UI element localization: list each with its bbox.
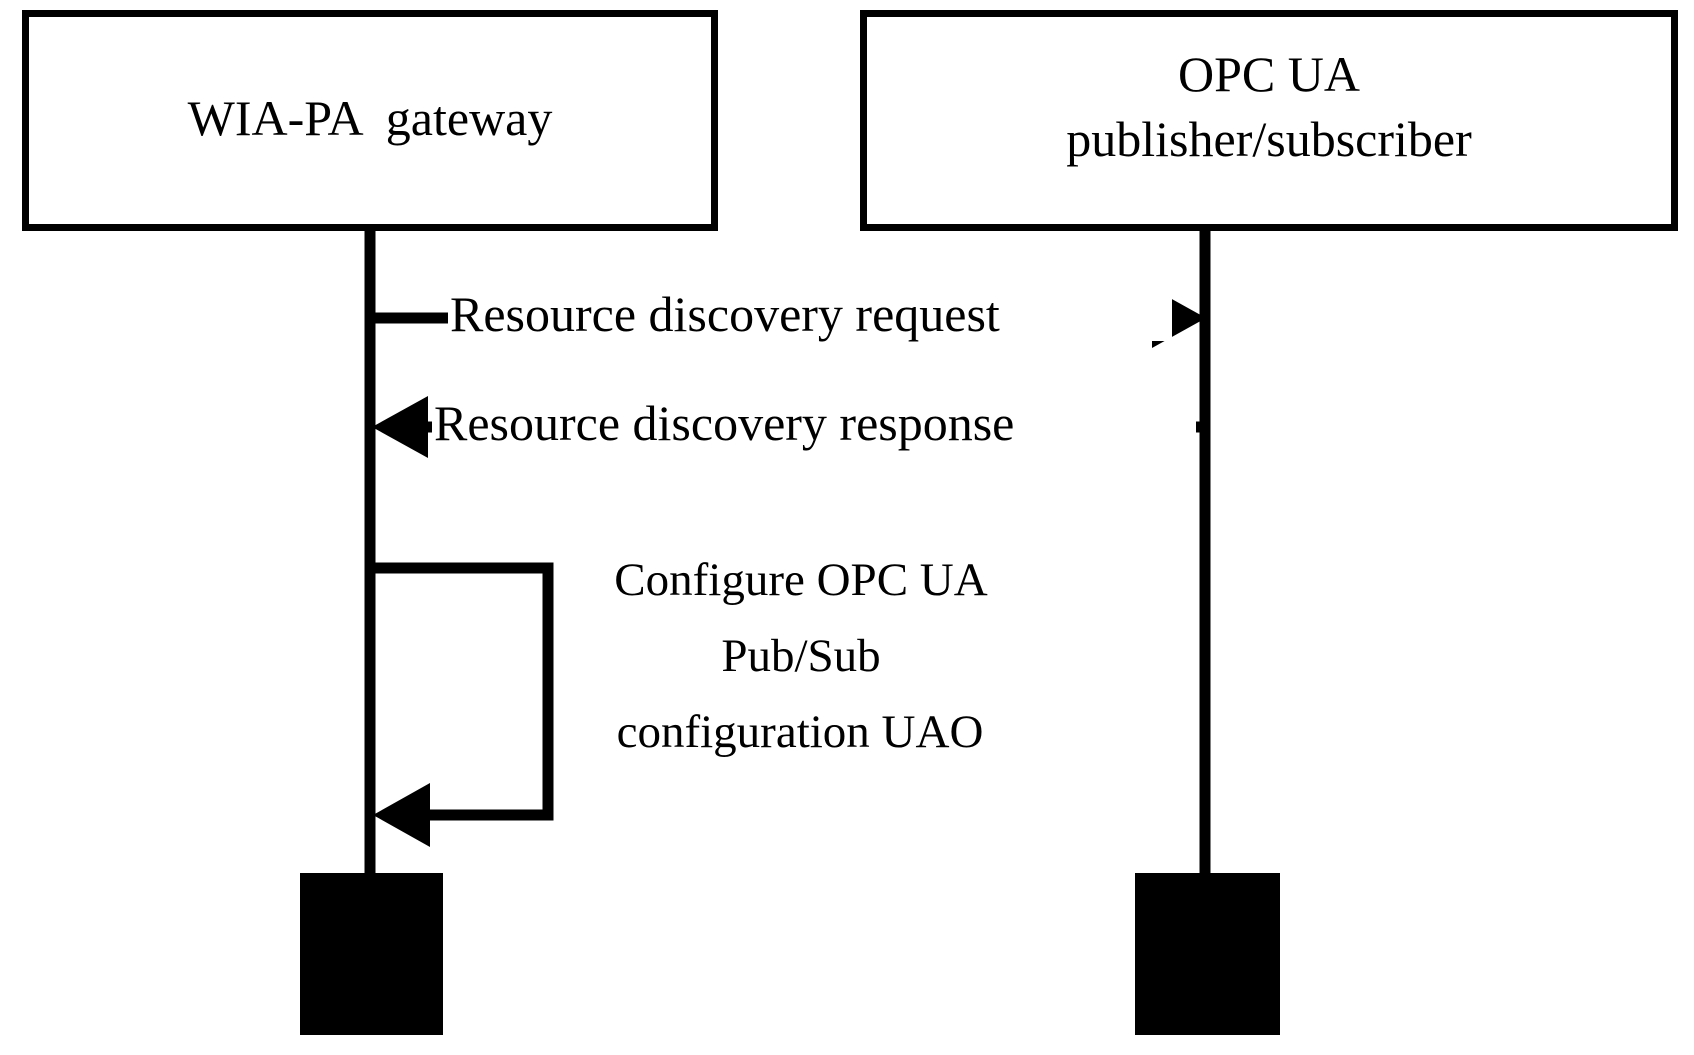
participant-label-opc-ua-pubsub-line2: publisher/subscriber — [1066, 111, 1472, 167]
participant-box-opc-ua-pubsub[interactable] — [860, 10, 1678, 231]
arrowhead-resource-discovery-response — [372, 396, 428, 458]
participant-label-wia-pa-gateway: WIA-PA gateway — [187, 90, 553, 146]
participant-box-wia-pa-gateway[interactable] — [22, 10, 718, 231]
terminator-block-opc-ua-pubsub — [1135, 873, 1280, 1035]
message-label-configure-opc-ua-line1: Configure OPC UA — [614, 554, 988, 606]
message-label-resource-discovery-request: Resource discovery request — [448, 288, 1172, 341]
message-label-configure-opc-ua-line2: Pub/Sub — [721, 630, 881, 682]
message-label-resource-discovery-response: Resource discovery response — [432, 397, 1196, 450]
terminator-block-wia-pa-gateway — [300, 873, 443, 1035]
message-line-configure-opc-ua-self-loop[interactable] — [372, 562, 554, 821]
participant-label-opc-ua-pubsub-line1: OPC UA — [1178, 46, 1360, 102]
message-label-configure-opc-ua-line3: configuration UAO — [616, 706, 984, 758]
arrowhead-configure-opc-ua-self-loop — [373, 783, 430, 847]
